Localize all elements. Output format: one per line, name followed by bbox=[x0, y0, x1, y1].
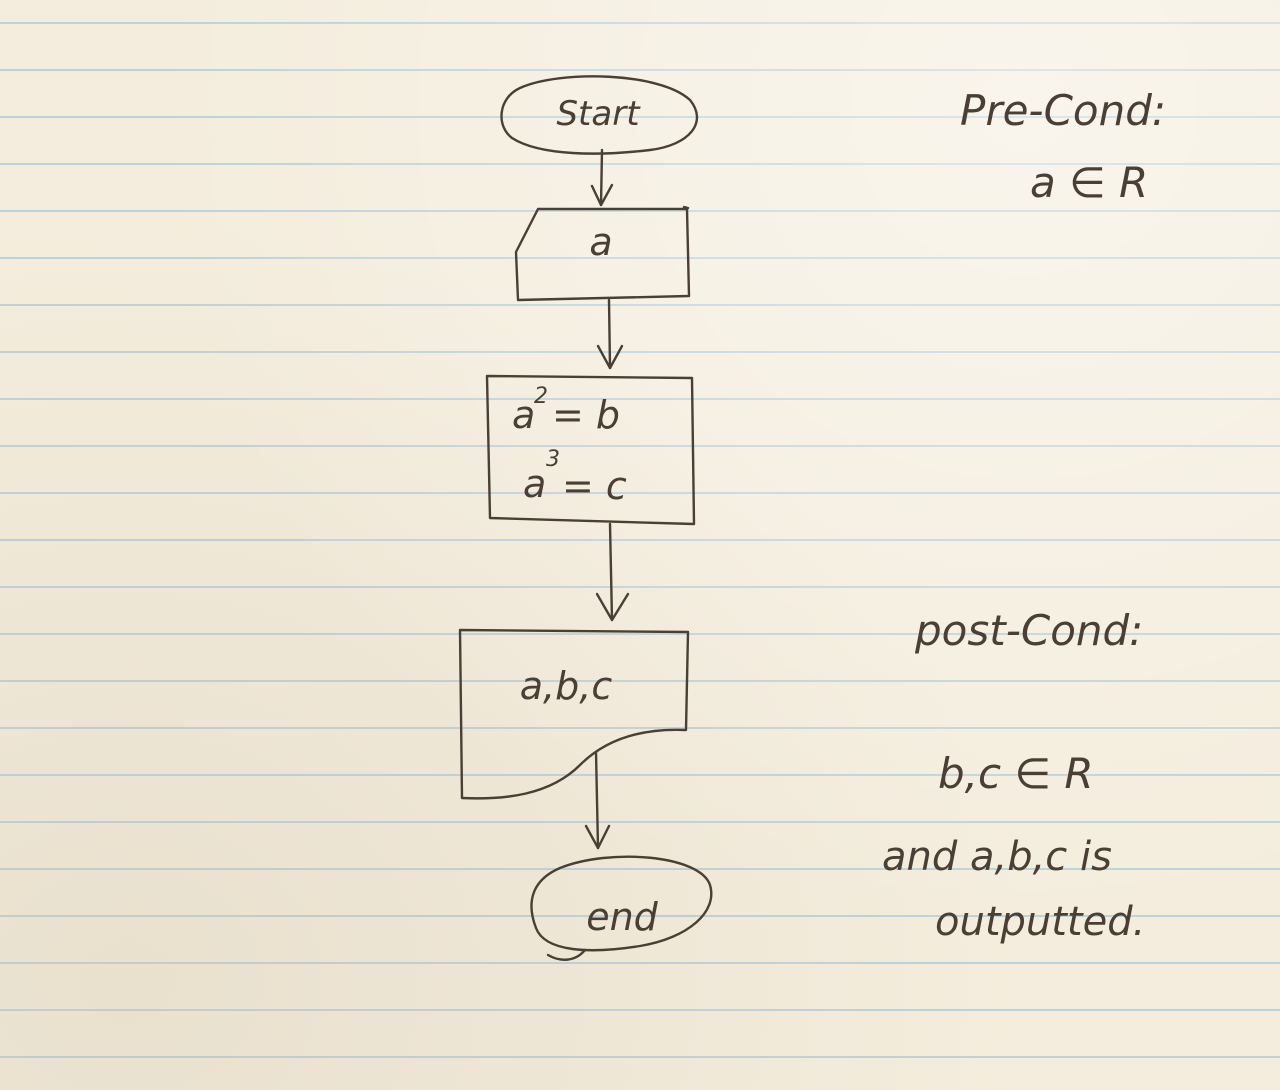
precondition-label: Pre-Cond: bbox=[960, 86, 1166, 135]
postcondition-line1: b,c ∈ R bbox=[938, 749, 1094, 798]
output-node: a,b,c bbox=[458, 628, 690, 800]
arrow-input-to-process bbox=[596, 298, 624, 370]
arrow-output-to-end bbox=[584, 750, 611, 850]
postcondition-label: post-Cond: bbox=[914, 606, 1143, 655]
process-line2-rest: = c bbox=[562, 464, 627, 508]
process-line2: a bbox=[523, 462, 546, 506]
process-line1-rest: = b bbox=[552, 393, 620, 437]
postcondition-note: post-Cond: b,c ∈ R and a,b,c is outputte… bbox=[882, 606, 1145, 945]
end-terminator: end bbox=[530, 855, 713, 961]
end-label: end bbox=[586, 895, 658, 939]
precondition-value: a ∈ R bbox=[1030, 158, 1148, 207]
start-terminator: Start bbox=[500, 75, 699, 155]
postcondition-line3: outputted. bbox=[935, 899, 1145, 945]
process-line2-exponent: 3 bbox=[546, 447, 560, 472]
process-line1-exponent: 2 bbox=[534, 384, 548, 409]
arrow-process-to-output bbox=[595, 522, 630, 622]
process-node: a 2 = b a 3 = c bbox=[485, 374, 696, 526]
precondition-note: Pre-Cond: a ∈ R bbox=[960, 86, 1166, 207]
arrow-start-to-input bbox=[590, 148, 614, 207]
input-node: a bbox=[514, 205, 691, 302]
start-label: Start bbox=[556, 94, 641, 134]
process-line1: a bbox=[512, 393, 535, 437]
output-label: a,b,c bbox=[520, 664, 613, 708]
postcondition-line2: and a,b,c is bbox=[882, 834, 1112, 880]
input-label: a bbox=[589, 220, 612, 264]
